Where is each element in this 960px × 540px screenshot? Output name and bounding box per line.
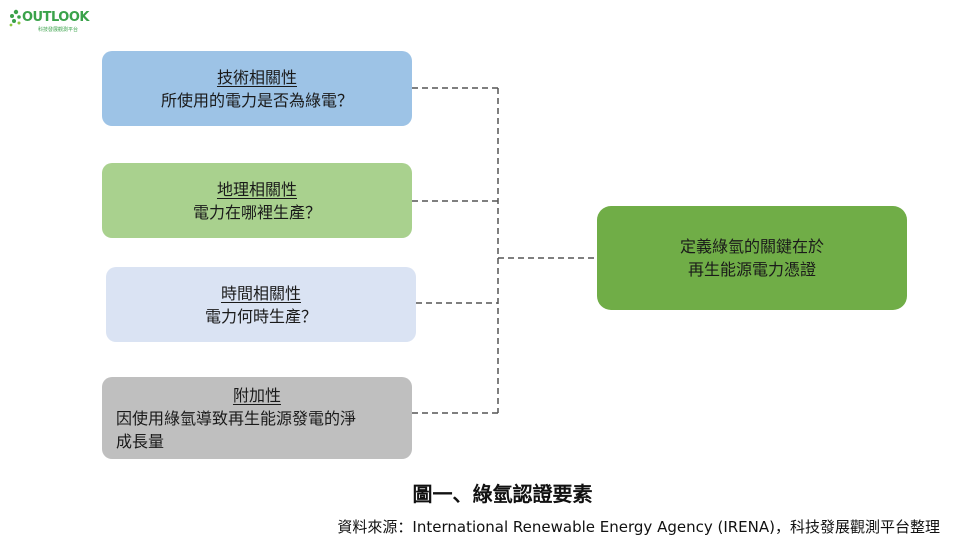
leaf-logo-icon [9,9,21,27]
technical-correlation-desc: 所使用的電力是否為綠電？ [160,90,353,110]
key-definition-box: 定義綠氫的關鍵在於 再生能源電力憑證 [597,206,907,310]
temporal-correlation-desc: 電力何時生產？ [204,306,317,326]
additionality-title: 附加性 [232,385,281,405]
temporal-correlation-box: 時間相關性 電力何時生產？ [106,267,416,342]
figure-caption: 圖一、綠氫認證要素 [412,482,593,506]
outlook-logo: OUTLOOK 科技發展觀測平台 [8,6,92,33]
source-note: 資料來源：International Renewable Energy Agen… [337,518,940,536]
key-definition-line1: 定義綠氫的關鍵在於 [679,237,824,256]
additionality-desc-line2: 成長量 [116,431,165,451]
geographic-correlation-box: 地理相關性 電力在哪裡生產？ [102,163,412,238]
geographic-correlation-title: 地理相關性 [216,179,297,199]
key-definition-line2: 再生能源電力憑證 [687,260,816,279]
logo-wordmark: OUTLOOK [22,10,89,25]
temporal-correlation-title: 時間相關性 [220,283,301,303]
geographic-correlation-desc: 電力在哪裡生產？ [192,202,321,222]
logo-subtitle: 科技發展觀測平台 [38,27,79,33]
technical-correlation-title: 技術相關性 [216,67,297,87]
technical-correlation-box: 技術相關性 所使用的電力是否為綠電？ [102,51,412,126]
additionality-desc-line1: 因使用綠氫導致再生能源發電的淨 [116,408,357,428]
additionality-box: 附加性 因使用綠氫導致再生能源發電的淨 成長量 [102,377,412,459]
